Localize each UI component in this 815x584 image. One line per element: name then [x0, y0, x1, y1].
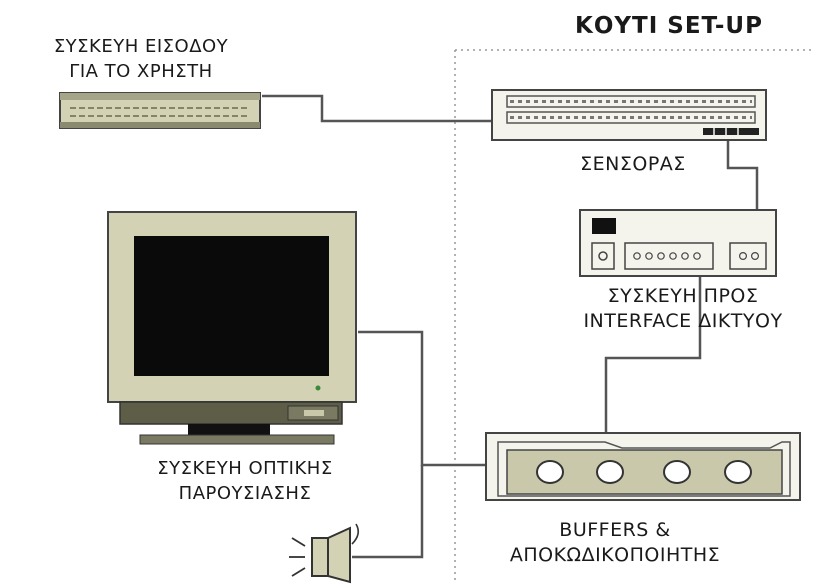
display-to-buffers-line — [358, 332, 486, 465]
setup-box-title: ΚΟΥΤΙ SET-UP — [575, 14, 763, 39]
keyboard-icon — [60, 93, 260, 128]
speaker-icon — [289, 524, 358, 582]
monitor-icon — [108, 212, 356, 444]
input-device-label: ΣΥΣΚΕΥΗ ΕΙΣΟΔΟΥ ΓΙΑ ΤΟ ΧΡΗΣΤΗ — [18, 34, 264, 84]
input-device-label-line2: ΓΙΑ ΤΟ ΧΡΗΣΤΗ — [18, 59, 264, 84]
buffers-decoder-label-line2: ΑΠΟΚΩΔΙΚΟΠΟΙΗΤΗΣ — [480, 543, 750, 568]
display-device-label: ΣΥΣΚΕΥΗ ΟΠΤΙΚΗΣ ΠΑΡΟΥΣΙΑΣΗΣ — [100, 456, 390, 506]
network-device-icon — [580, 210, 776, 276]
sensor-label-text: ΣΕΝΣΟΡΑΣ — [548, 152, 718, 177]
input-device-label-line1: ΣΥΣΚΕΥΗ ΕΙΣΟΔΟΥ — [18, 34, 264, 59]
network-interface-label-line2: INTERFACE ΔΙΚΤΥΟΥ — [548, 309, 815, 334]
decoder-box-icon — [486, 433, 800, 500]
display-device-label-line2: ΠΑΡΟΥΣΙΑΣΗΣ — [100, 481, 390, 506]
network-interface-label-line1: ΣΥΣΚΕΥΗ ΠΡΟΣ — [548, 284, 815, 309]
buffers-decoder-label-line1: BUFFERS & — [480, 518, 750, 543]
input-to-sensor-line — [262, 96, 492, 121]
sensor-to-network-line — [728, 140, 757, 210]
network-interface-label: ΣΥΣΚΕΥΗ ΠΡΟΣ INTERFACE ΔΙΚΤΥΟΥ — [548, 284, 815, 334]
sensor-icon — [492, 90, 766, 140]
display-device-label-line1: ΣΥΣΚΕΥΗ ΟΠΤΙΚΗΣ — [100, 456, 390, 481]
buffers-decoder-label: BUFFERS & ΑΠΟΚΩΔΙΚΟΠΟΙΗΤΗΣ — [480, 518, 750, 568]
sensor-label: ΣΕΝΣΟΡΑΣ — [548, 152, 718, 177]
